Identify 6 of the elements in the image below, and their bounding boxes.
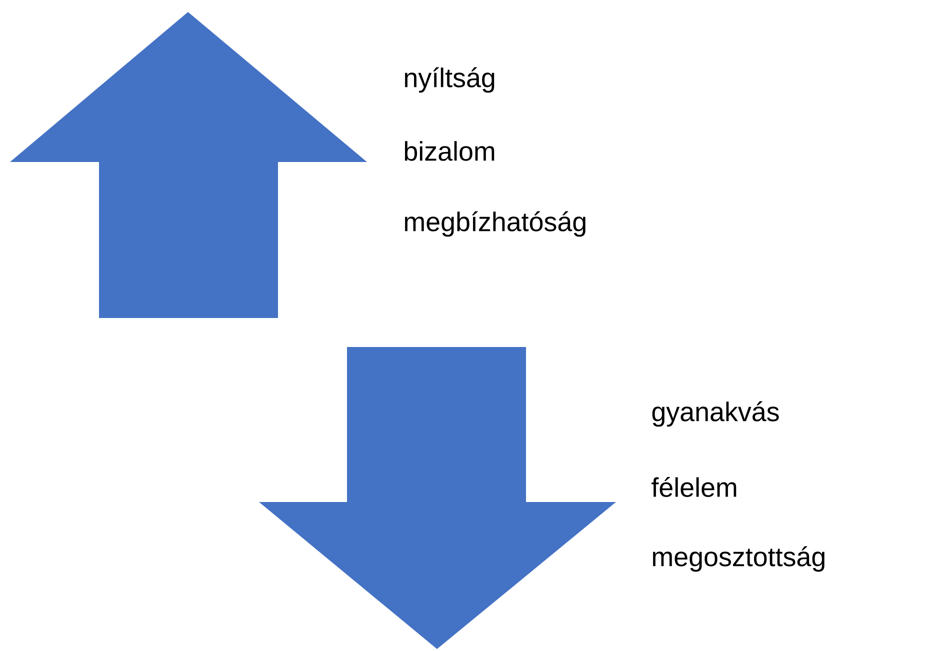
list-item: félelem	[652, 476, 736, 498]
list-item: bizalom	[404, 141, 494, 161]
list-item: megbízhatóság	[404, 211, 586, 237]
list-item: megosztottság	[653, 546, 824, 572]
list-item: gyanakvás	[652, 401, 779, 427]
list-item: nyíltság	[404, 67, 494, 93]
